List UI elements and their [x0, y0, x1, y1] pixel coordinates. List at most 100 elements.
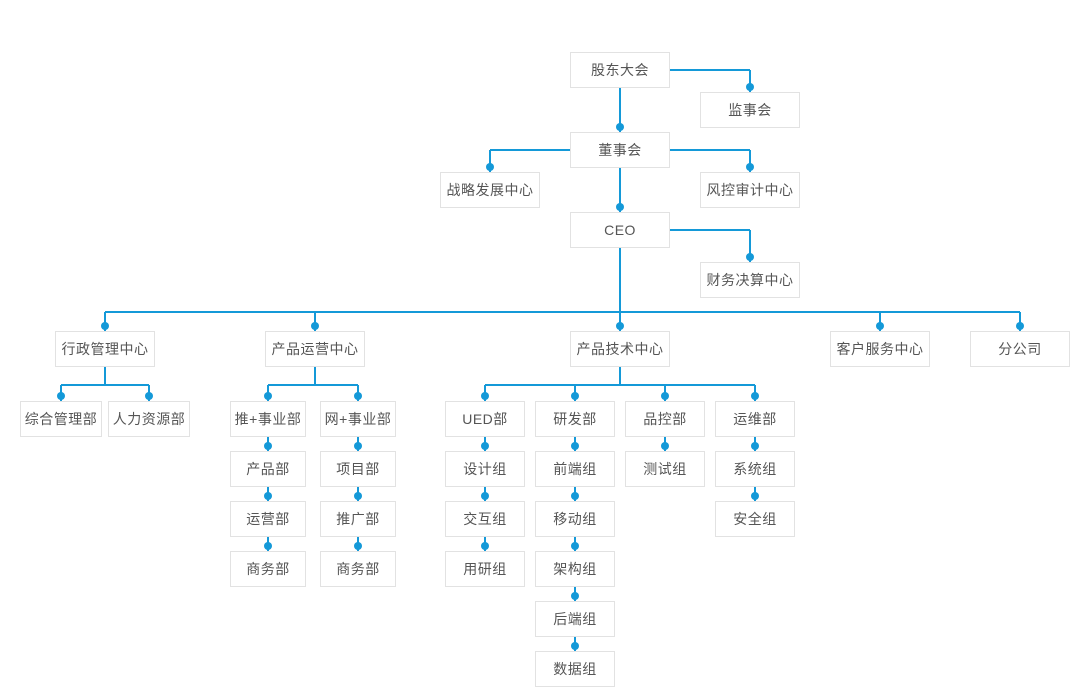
org-node-shangwubu2: 商务部 — [320, 551, 396, 587]
org-node-zonghe: 综合管理部 — [20, 401, 102, 437]
connector-dot — [751, 492, 759, 500]
org-node-label: 监事会 — [728, 102, 772, 118]
org-node-label: UED部 — [462, 411, 508, 427]
org-node-label: 综合管理部 — [24, 411, 98, 427]
org-node-label: 产品运营中心 — [271, 341, 359, 357]
org-node-label: 产品部 — [246, 461, 290, 477]
org-node-shangwubu1: 商务部 — [230, 551, 306, 587]
org-node-label: 分公司 — [998, 341, 1042, 357]
org-node-xiangmubu: 项目部 — [320, 451, 396, 487]
connector-dot — [354, 442, 362, 450]
connector-dot — [264, 542, 272, 550]
connector-dot — [486, 163, 494, 171]
org-node-ceshi: 测试组 — [625, 451, 705, 487]
org-node-anquan: 安全组 — [715, 501, 795, 537]
org-node-label: 产品技术中心 — [576, 341, 664, 357]
org-node-label: 数据组 — [553, 661, 597, 677]
org-node-kehu: 客户服务中心 — [830, 331, 930, 367]
connector-dot — [354, 392, 362, 400]
org-node-yidong: 移动组 — [535, 501, 615, 537]
org-node-label: 用研组 — [463, 561, 507, 577]
org-node-fengkong: 风控审计中心 — [700, 172, 800, 208]
connector-dot — [145, 392, 153, 400]
connector-dot — [661, 392, 669, 400]
connector-dot — [571, 542, 579, 550]
org-node-label: 项目部 — [336, 461, 380, 477]
org-node-label: 商务部 — [336, 561, 380, 577]
org-node-label: 风控审计中心 — [706, 182, 794, 198]
org-node-label: 推广部 — [336, 511, 380, 527]
connector-dot — [876, 322, 884, 330]
connector-dot — [746, 163, 754, 171]
org-node-wang: 网+事业部 — [320, 401, 396, 437]
org-node-yongyan: 用研组 — [445, 551, 525, 587]
org-node-label: 设计组 — [463, 461, 507, 477]
org-node-label: 移动组 — [553, 511, 597, 527]
org-node-chanpinjishu: 产品技术中心 — [570, 331, 670, 367]
connector-dot — [264, 492, 272, 500]
connector-dot — [481, 542, 489, 550]
org-node-label: 研发部 — [553, 411, 597, 427]
org-node-label: 测试组 — [643, 461, 687, 477]
org-node-shuju: 数据组 — [535, 651, 615, 687]
org-node-sheji: 设计组 — [445, 451, 525, 487]
connector-dot — [616, 203, 624, 211]
connector-dot — [616, 123, 624, 131]
connector-dot — [264, 392, 272, 400]
org-node-xitong: 系统组 — [715, 451, 795, 487]
connector-dot — [571, 592, 579, 600]
org-node-yunwei: 运维部 — [715, 401, 795, 437]
org-node-zhanlue: 战略发展中心 — [440, 172, 540, 208]
org-node-label: 战略发展中心 — [446, 182, 534, 198]
org-node-label: 运维部 — [733, 411, 777, 427]
connector-dot — [101, 322, 109, 330]
org-node-label: 客户服务中心 — [836, 341, 924, 357]
connector-dot — [616, 322, 624, 330]
connector-dot — [746, 253, 754, 261]
org-node-ued: UED部 — [445, 401, 525, 437]
connector-dot — [661, 442, 669, 450]
org-node-label: 品控部 — [643, 411, 687, 427]
org-node-jiagou: 架构组 — [535, 551, 615, 587]
org-node-jianshihui: 监事会 — [700, 92, 800, 128]
org-node-label: 行政管理中心 — [61, 341, 149, 357]
org-node-houduan: 后端组 — [535, 601, 615, 637]
org-node-label: 商务部 — [246, 561, 290, 577]
org-node-label: CEO — [604, 222, 636, 238]
org-node-qianduan: 前端组 — [535, 451, 615, 487]
org-node-yunyingbu: 运营部 — [230, 501, 306, 537]
connector-dot — [751, 392, 759, 400]
connector-dot — [311, 322, 319, 330]
org-node-renli: 人力资源部 — [108, 401, 190, 437]
connector-dot — [481, 492, 489, 500]
org-node-label: 推+事业部 — [234, 411, 302, 427]
connector-dot — [264, 442, 272, 450]
org-node-ceo: CEO — [570, 212, 670, 248]
connector-dot — [354, 542, 362, 550]
org-node-gudong: 股东大会 — [570, 52, 670, 88]
connector-dot — [481, 442, 489, 450]
org-node-label: 董事会 — [598, 142, 642, 158]
org-node-dongshihui: 董事会 — [570, 132, 670, 168]
org-node-yanfa: 研发部 — [535, 401, 615, 437]
connector-dot — [746, 83, 754, 91]
org-node-jiaohu: 交互组 — [445, 501, 525, 537]
connector-dot — [571, 492, 579, 500]
org-node-label: 架构组 — [553, 561, 597, 577]
org-node-label: 人力资源部 — [112, 411, 186, 427]
connector-dot — [751, 442, 759, 450]
org-node-pinkong: 品控部 — [625, 401, 705, 437]
org-node-fengongsi: 分公司 — [970, 331, 1070, 367]
org-node-chanpinyunying: 产品运营中心 — [265, 331, 365, 367]
connector-dot — [571, 642, 579, 650]
org-node-label: 网+事业部 — [324, 411, 392, 427]
org-node-tuiguangbu: 推广部 — [320, 501, 396, 537]
connector-dot — [354, 492, 362, 500]
connector-dot — [57, 392, 65, 400]
org-node-tui: 推+事业部 — [230, 401, 306, 437]
org-node-label: 后端组 — [553, 611, 597, 627]
org-node-label: 运营部 — [246, 511, 290, 527]
connector-dot — [571, 442, 579, 450]
